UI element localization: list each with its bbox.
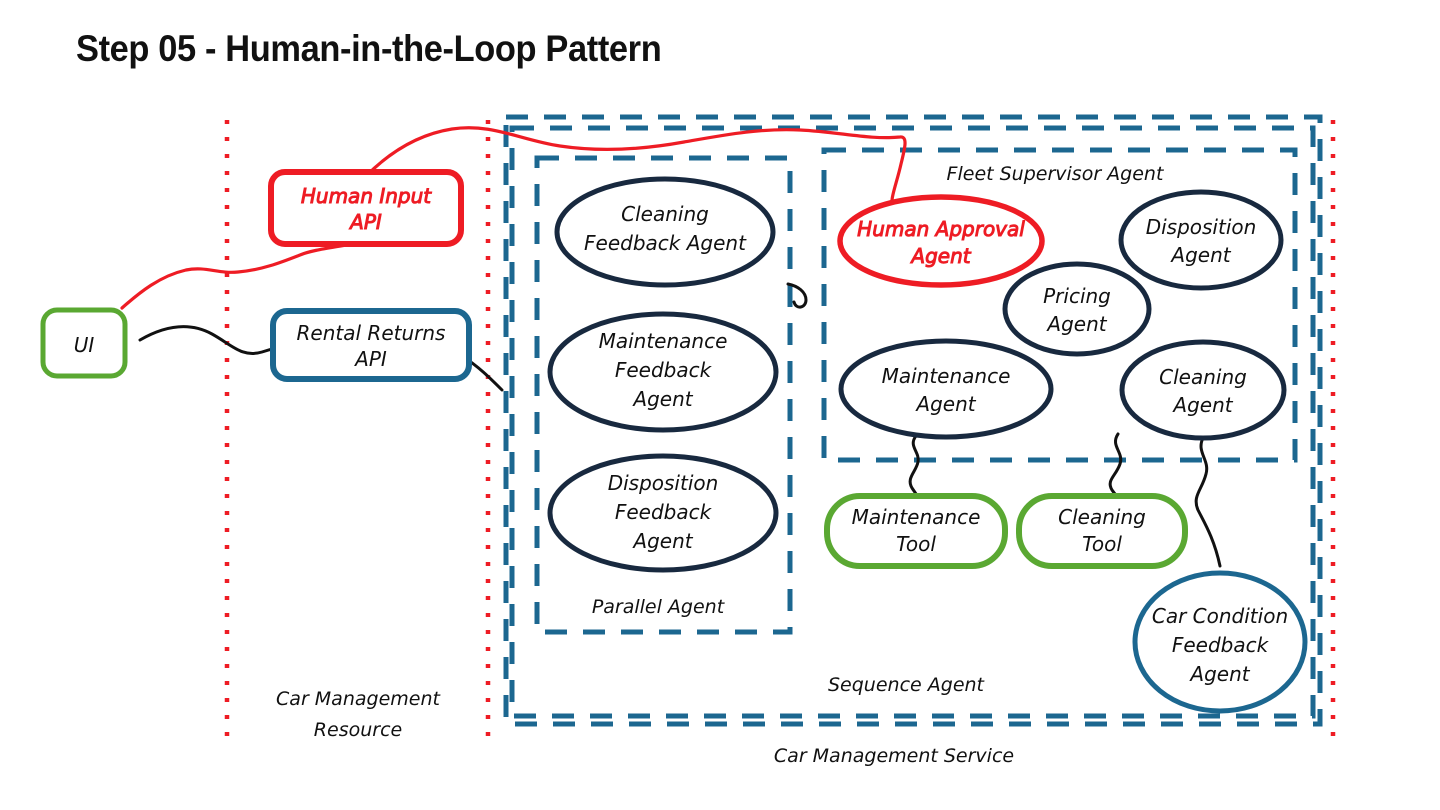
node-maintenance-tool-label-2: Tool <box>896 532 936 556</box>
node-cleaning-agent-label-2: Agent <box>1171 393 1233 417</box>
node-rental-returns-api[interactable]: Rental Returns API <box>270 308 472 382</box>
node-maintenance-feedback-agent-label-3: Agent <box>631 387 693 411</box>
node-cleaning-agent-label-1: Cleaning <box>1159 365 1247 389</box>
zone-sequence-agent-box <box>509 125 1316 719</box>
node-car-condition-feedback-agent[interactable]: Car Condition Feedback Agent <box>1132 570 1308 714</box>
zone-fleet-supervisor-agent-box <box>821 147 1298 463</box>
node-human-approval-agent-label-2: Agent <box>909 244 971 268</box>
node-ui-label: UI <box>74 333 95 357</box>
node-car-condition-feedback-agent-label-2: Feedback <box>1172 633 1270 657</box>
node-maintenance-tool[interactable]: Maintenance Tool <box>824 493 1008 569</box>
node-maintenance-feedback-agent-label-2: Feedback <box>615 358 713 382</box>
node-cleaning-tool-label-1: Cleaning <box>1058 505 1146 529</box>
node-maintenance-agent-label-2: Agent <box>914 392 976 416</box>
zone-label-sequence-agent: Sequence Agent <box>828 674 986 696</box>
node-ui[interactable]: UI <box>40 307 128 379</box>
zone-parallel-agent-box <box>534 155 793 635</box>
zone-label-fleet-supervisor-agent: Fleet Supervisor Agent <box>947 163 1165 185</box>
node-disposition-feedback-agent-label-2: Feedback <box>615 500 713 524</box>
node-disposition-agent-label-2: Agent <box>1169 243 1231 267</box>
connector-cleaning-agent-to-cleaning-tool <box>1108 432 1123 500</box>
node-maintenance-agent-label-1: Maintenance <box>882 364 1011 388</box>
node-cleaning-agent[interactable]: Cleaning Agent <box>1119 339 1287 441</box>
node-cleaning-feedback-agent-label-1: Cleaning <box>621 202 709 226</box>
node-maintenance-feedback-agent-label-1: Maintenance <box>599 329 728 353</box>
node-human-approval-agent[interactable]: Human Approval Agent <box>837 194 1045 288</box>
connector-parallel-to-supervisor <box>786 282 808 309</box>
node-disposition-agent-label-1: Disposition <box>1146 215 1257 239</box>
node-disposition-feedback-agent-label-1: Disposition <box>608 471 719 495</box>
node-human-input-api[interactable]: Human Input API <box>268 169 464 247</box>
connector-human-input-api-to-human-approval-agent <box>364 126 907 212</box>
node-rental-returns-api-label-1: Rental Returns <box>297 321 446 345</box>
node-pricing-agent-label-1: Pricing <box>1043 284 1111 308</box>
node-rental-returns-api-label-2: API <box>353 347 387 371</box>
zone-label-car-management-service: Car Management Service <box>774 745 1014 767</box>
node-pricing-agent-label-2: Agent <box>1045 312 1107 336</box>
node-maintenance-agent[interactable]: Maintenance Agent <box>838 338 1054 440</box>
zone-car-management-service-box <box>503 114 1323 727</box>
zone-label-parallel-agent: Parallel Agent <box>592 596 726 618</box>
connector-maintenance-agent-to-tool <box>908 434 920 500</box>
node-pricing-agent[interactable]: Pricing Agent <box>1002 261 1152 357</box>
zone-label-car-management-resource-1: Car Management <box>276 688 441 710</box>
node-cleaning-tool-label-2: Tool <box>1082 532 1122 556</box>
node-human-input-api-label-2: API <box>348 210 382 234</box>
node-disposition-feedback-agent-label-3: Agent <box>631 529 693 553</box>
node-cleaning-tool[interactable]: Cleaning Tool <box>1016 493 1188 569</box>
node-maintenance-tool-label-1: Maintenance <box>852 505 981 529</box>
page-title: Step 05 - Human-in-the-Loop Pattern <box>76 28 662 69</box>
node-maintenance-feedback-agent[interactable]: Maintenance Feedback Agent <box>547 311 779 433</box>
node-car-condition-feedback-agent-label-3: Agent <box>1188 662 1250 686</box>
zone-label-car-management-resource-2: Resource <box>314 719 402 741</box>
node-human-input-api-label-1: Human Input <box>301 184 432 208</box>
node-cleaning-feedback-agent-label-2: Feedback Agent <box>584 231 747 255</box>
node-disposition-feedback-agent[interactable]: Disposition Feedback Agent <box>547 453 779 573</box>
connector-ui-to-human-input-api <box>120 242 354 310</box>
node-disposition-agent[interactable]: Disposition Agent <box>1118 189 1284 291</box>
connector-to-car-condition-feedback-agent <box>1194 436 1222 568</box>
node-car-condition-feedback-agent-label-1: Car Condition <box>1152 604 1288 628</box>
node-cleaning-feedback-agent[interactable]: Cleaning Feedback Agent <box>554 176 776 288</box>
node-human-approval-agent-label-1: Human Approval <box>857 217 1025 241</box>
